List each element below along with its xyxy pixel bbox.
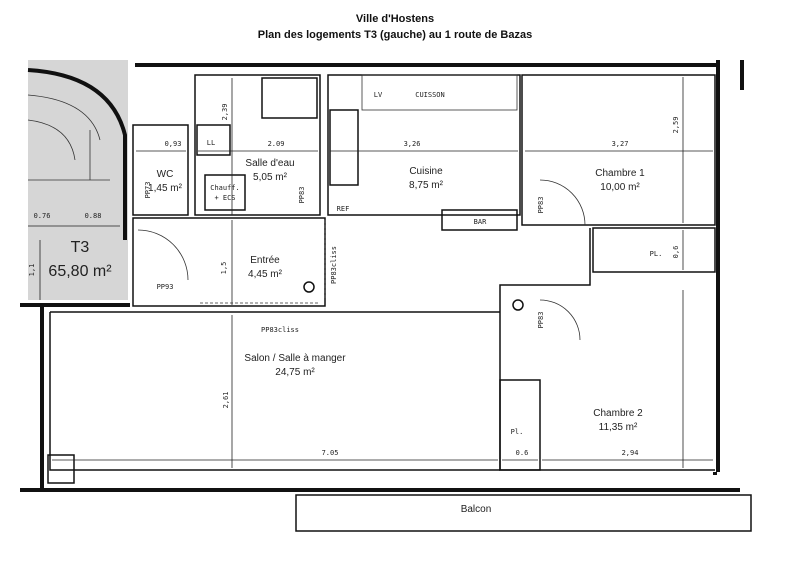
staircase <box>27 60 128 300</box>
dim-pl2-w: 0.6 <box>516 449 529 457</box>
dim-salon-h: 2,61 <box>222 392 230 409</box>
door-pp83-sde: PP83 <box>298 187 306 204</box>
entree-name: Entrée <box>250 255 280 266</box>
dim-cuisine-w: 3,26 <box>404 140 421 148</box>
outer-walls <box>20 60 752 532</box>
dim-sde-h: 2,39 <box>221 104 229 121</box>
labels: T3 65,80 m² WC 1,45 m² Salle d'eau 5,05 … <box>28 91 680 515</box>
wc-area: 1,45 m² <box>148 183 183 194</box>
dimension-lines <box>52 77 713 468</box>
chambre2-name: Chambre 2 <box>593 408 643 419</box>
placard1-label: PL. <box>650 250 663 258</box>
wc-name: WC <box>157 169 174 180</box>
salon-name: Salon / Salle à manger <box>244 353 346 364</box>
door-pp73: PP73 <box>144 182 152 199</box>
dim-ch2-w: 2,94 <box>622 449 639 457</box>
chambre1-area: 10,00 m² <box>600 182 640 193</box>
cuisine-name: Cuisine <box>409 166 443 177</box>
salon-area: 24,75 m² <box>275 367 315 378</box>
cuisson-label: CUISSON <box>415 91 445 99</box>
sde-area: 5,05 m² <box>253 172 288 183</box>
dim-sde-w: 2.09 <box>268 140 285 148</box>
city-title: Ville d'Hostens <box>355 13 435 25</box>
ll-label: LL <box>207 139 215 147</box>
door-pp83-ch1: PP83 <box>537 197 545 214</box>
entree-area: 4,45 m² <box>248 269 283 280</box>
ref-label: REF <box>337 205 350 213</box>
door-pp83-ch2: PP83 <box>537 312 545 329</box>
dim-stair2: 0.88 <box>85 212 102 220</box>
dim-stair1: 0.76 <box>34 212 51 220</box>
balcon-name: Balcon <box>461 504 492 515</box>
interior-walls <box>49 74 716 471</box>
chauff-label: Chauff. <box>210 184 240 192</box>
lv-label: LV <box>374 91 383 99</box>
dim-stair-h: 1,1 <box>28 264 36 277</box>
dim-ch1-w: 3,27 <box>612 140 629 148</box>
chambre1-name: Chambre 1 <box>595 168 645 179</box>
door-pp83cliss-v: PP83cliss <box>330 246 338 284</box>
dim-entree-h: 1,5 <box>220 262 228 275</box>
apartment-area: 65,80 m² <box>48 263 112 280</box>
dim-ch1-h: 2,59 <box>672 117 680 134</box>
dim-wc-w: 0,93 <box>165 140 182 148</box>
cuisine-area: 8,75 m² <box>409 180 444 191</box>
ecs-label: + ECS <box>214 194 235 202</box>
door-pp93: PP93 <box>157 283 174 291</box>
door-pp83cliss-h: PP83cliss <box>261 326 299 334</box>
apartment-type: T3 <box>71 239 90 256</box>
placard2-label: Pl. <box>511 428 524 436</box>
bar-label: BAR <box>474 218 487 226</box>
sde-name: Salle d'eau <box>245 158 294 169</box>
chambre2-area: 11,35 m² <box>599 422 638 433</box>
dim-pl-h: 0,6 <box>672 246 680 259</box>
plan-subtitle: Plan des logements T3 (gauche) au 1 rout… <box>257 29 533 41</box>
dim-salon-w: 7.05 <box>322 449 339 457</box>
